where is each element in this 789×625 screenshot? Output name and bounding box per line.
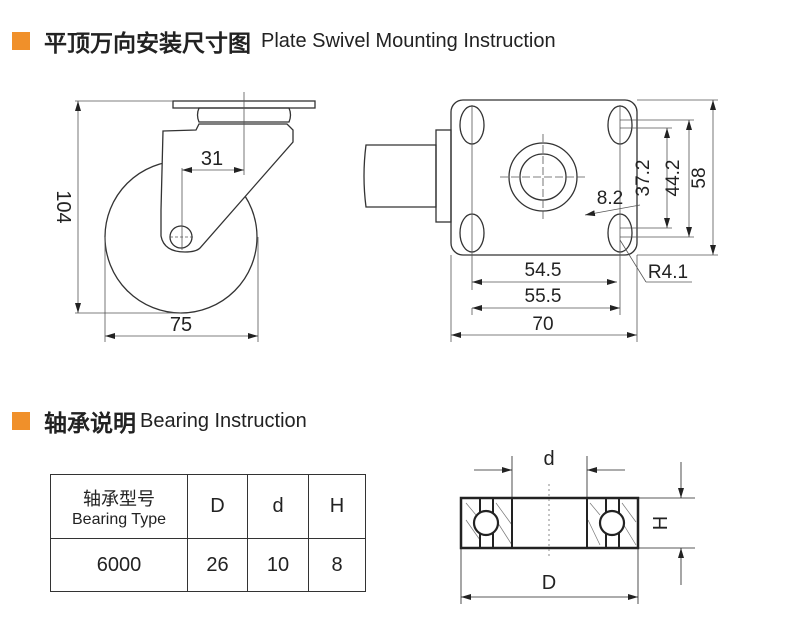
orange-square-icon [12,32,30,50]
table-row: 6000 26 10 8 [50,538,366,592]
dim-outer-diameter: D [542,572,556,594]
header-D: D [187,474,248,539]
dim-radius: R4.1 [648,262,688,283]
dim-wheel-diameter: 75 [170,314,192,336]
cell-type: 6000 [50,538,188,592]
dim-plate-height: 58 [689,167,710,188]
title-zh: 轴承说明 [44,411,136,437]
dim-height: 104 [52,190,74,223]
orange-square-icon [12,412,30,430]
top-view [363,99,718,342]
title-en: Plate Swivel Mounting Instruction [261,29,556,52]
bearing-drawing [459,456,695,604]
cell-H: 8 [308,538,366,592]
section-title-mounting: 平顶万向安装尺寸图 Plate Swivel Mounting Instruct… [12,24,556,58]
dim-hole-spacing-v1: 37.2 [633,160,654,197]
cell-D: 26 [187,538,248,592]
dim-hole-spacing-h2: 55.5 [525,286,562,307]
dim-hole-spacing-h1: 54.5 [525,260,562,281]
dim-inner-diameter: d [543,448,554,470]
header-H: H [308,474,366,539]
title-en: Bearing Instruction [140,409,307,432]
dim-slot-length: 8.2 [597,188,623,209]
table-header-row: 轴承型号 Bearing Type D d H [50,474,366,539]
section-title-bearing: 轴承说明 Bearing Instruction [12,404,307,438]
header-type-en: Bearing Type [72,510,166,528]
side-view [75,92,316,342]
cell-d: 10 [247,538,309,592]
title-zh: 平顶万向安装尺寸图 [44,31,251,57]
dim-hole-spacing-v2: 44.2 [663,160,684,197]
bearing-table: 轴承型号 Bearing Type D d H 6000 26 10 8 [50,474,366,592]
header-bearing-type: 轴承型号 Bearing Type [50,474,188,539]
header-type-zh: 轴承型号 [83,488,155,510]
dim-offset: 31 [201,148,223,170]
header-d: d [247,474,309,539]
dim-bearing-height: H [650,516,672,530]
dim-plate-width: 70 [532,314,553,335]
